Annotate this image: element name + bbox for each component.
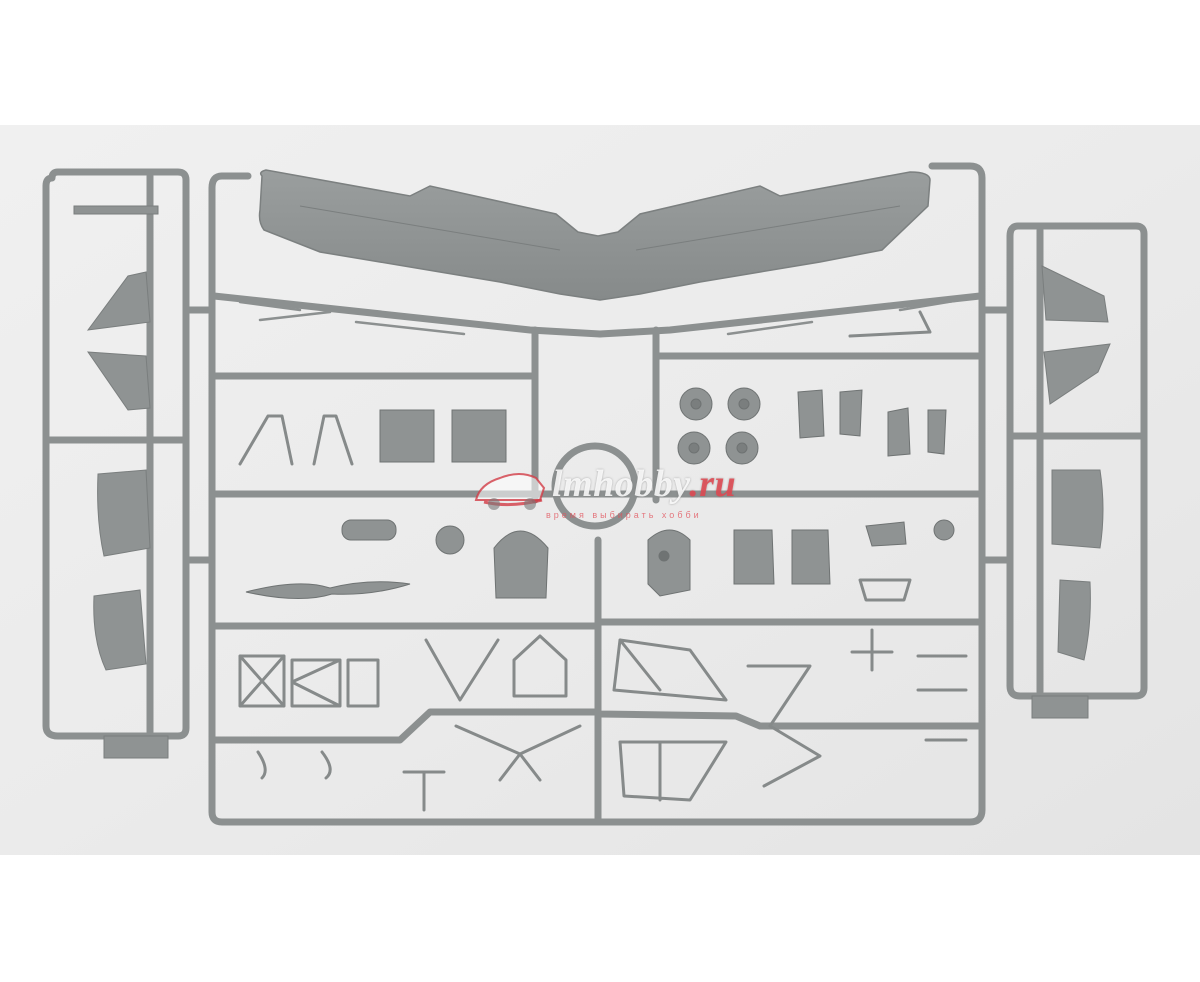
watermark-car-icon xyxy=(474,473,546,510)
cowl-part-1 xyxy=(493,530,549,599)
right-rudder-part-2 xyxy=(1057,579,1091,661)
central-ring xyxy=(551,442,639,530)
truss-part-1 xyxy=(612,638,728,702)
rudder-part-2 xyxy=(93,589,147,671)
cabane-strut-part-1 xyxy=(238,414,294,466)
right-sprue-parts xyxy=(1031,265,1111,719)
tail-fin-part-1 xyxy=(86,271,151,331)
wing-panel-line xyxy=(299,205,561,251)
upper-wing-part xyxy=(258,169,931,301)
small-bracket-part xyxy=(865,521,907,547)
small-stick-part xyxy=(848,310,932,338)
sprue-frame xyxy=(42,162,1148,826)
small-round-part xyxy=(933,519,955,541)
main-sprue-parts xyxy=(245,387,955,599)
panel-part-1 xyxy=(797,389,825,439)
left-sprue-frame xyxy=(42,168,190,740)
tail-fin-part-2 xyxy=(86,351,151,411)
engine-block-part-2 xyxy=(451,409,507,463)
main-sprue-frame xyxy=(208,162,986,826)
wing-panel-line-2 xyxy=(635,205,901,251)
fuselage-frame-part-2 xyxy=(290,658,342,708)
left-sprue-top-part xyxy=(73,205,159,215)
panel-part-4 xyxy=(927,409,947,455)
watermark-slogan: время выбирать хобби xyxy=(546,510,702,520)
left-sprue-tab xyxy=(103,735,169,759)
engine-part xyxy=(435,525,465,555)
t-bar-part xyxy=(402,770,446,812)
small-leg-part xyxy=(256,750,332,780)
right-rudder-part-1 xyxy=(1051,469,1104,549)
right-sprue-frame xyxy=(1006,222,1148,700)
a-frame-part xyxy=(512,634,568,698)
rudder-part-1 xyxy=(97,469,151,557)
fuselage-frame-part-3 xyxy=(346,658,380,708)
cabane-strut-part-2 xyxy=(312,414,354,466)
main-bar-upper-right xyxy=(596,292,984,338)
v-strut-part xyxy=(424,638,500,702)
watermark: lmhobby.ru время выбирать хобби xyxy=(470,456,770,536)
right-sprue-tab xyxy=(1031,695,1089,719)
gate-parts xyxy=(238,298,962,336)
left-sprue-parts xyxy=(73,205,169,759)
seat-part-2 xyxy=(791,529,831,585)
propeller-part xyxy=(245,581,411,599)
right-fin-part-2 xyxy=(1043,343,1111,405)
small-strut-part xyxy=(850,628,894,672)
seat-part-1 xyxy=(733,529,775,585)
fuselage-frame-part-1 xyxy=(238,654,286,708)
cowl-part-2 xyxy=(647,529,691,597)
main-bar-upper-left xyxy=(210,292,604,338)
strut-parts xyxy=(238,310,968,812)
z-strut-part xyxy=(746,664,822,788)
panel-part-3 xyxy=(887,407,911,457)
small-strut-part-3 xyxy=(858,578,912,602)
watermark-brand: lmhobby.ru xyxy=(552,463,737,505)
fuel-tank-part xyxy=(341,519,397,541)
truss-part-2 xyxy=(618,740,728,802)
right-fin-part-1 xyxy=(1041,265,1109,323)
tail-skid-part xyxy=(454,724,582,782)
panel-part-2 xyxy=(839,389,863,437)
small-strut-part-2 xyxy=(916,654,968,742)
engine-block-part-1 xyxy=(379,409,435,463)
